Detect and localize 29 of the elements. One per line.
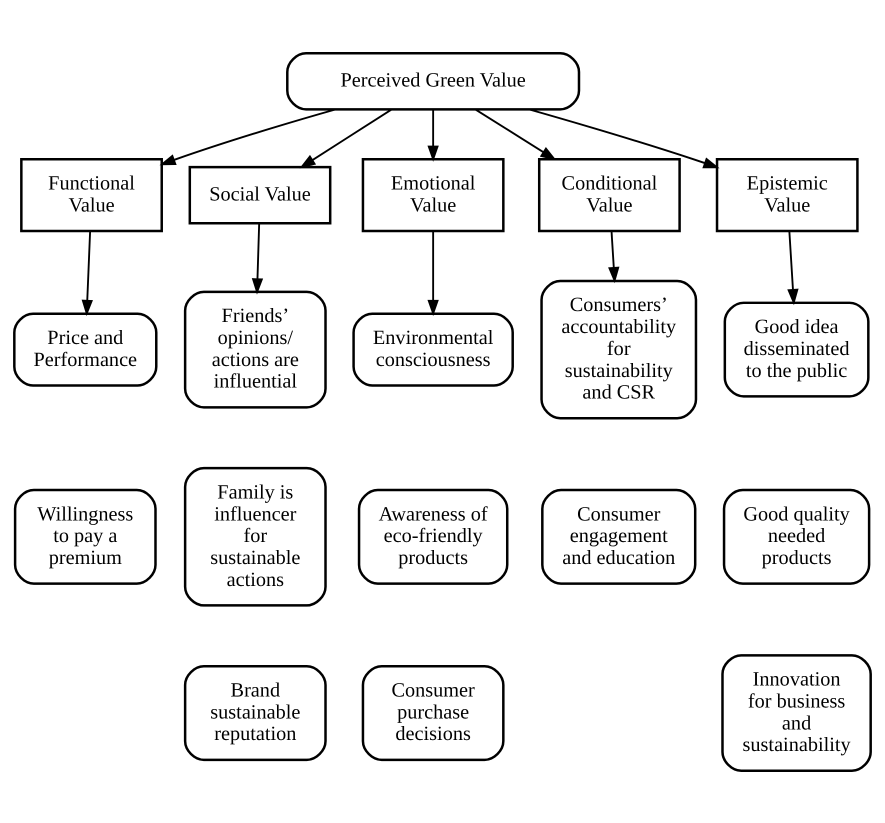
node-box: Price and Performance — [13, 312, 158, 386]
node-box: Environmental consciousness — [352, 312, 514, 386]
node-box: Good quality needed products — [722, 488, 870, 584]
node-box: Social Value — [188, 165, 332, 224]
node-box: Emotional Value — [362, 158, 505, 232]
node-box: Consumer purchase decisions — [362, 664, 505, 761]
node-box: Awareness of eco-friendly products — [358, 488, 508, 584]
node-box: Family is influencer for sustainable actions — [184, 466, 327, 606]
node-box: Consumers’ accountability for sustainability and CSR — [540, 279, 698, 419]
node-box: Innovation for business and sustainability — [721, 654, 872, 772]
arrow — [608, 230, 620, 283]
arrow — [474, 108, 557, 160]
arrow — [529, 108, 720, 168]
node-box: Willingness to pay a premium — [14, 488, 157, 584]
node-box: Consumer engagement and education — [541, 488, 696, 584]
arrow — [299, 108, 392, 168]
arrow — [82, 230, 93, 316]
node-box: Friends’ opinions/ actions are influential — [184, 290, 327, 408]
arrow — [159, 108, 336, 165]
node-box: Brand sustainable reputation — [184, 664, 327, 761]
node-box: Epistemic Value — [716, 158, 859, 232]
node-box: Conditional Value — [538, 158, 681, 232]
node-box: Good idea disseminated to the public — [724, 301, 870, 398]
arrow — [427, 109, 439, 162]
arrow — [427, 230, 439, 316]
node-box: Perceived Green Value — [286, 52, 580, 110]
arrow — [252, 223, 264, 294]
node-box: Functional Value — [20, 158, 163, 232]
arrow — [787, 230, 799, 305]
